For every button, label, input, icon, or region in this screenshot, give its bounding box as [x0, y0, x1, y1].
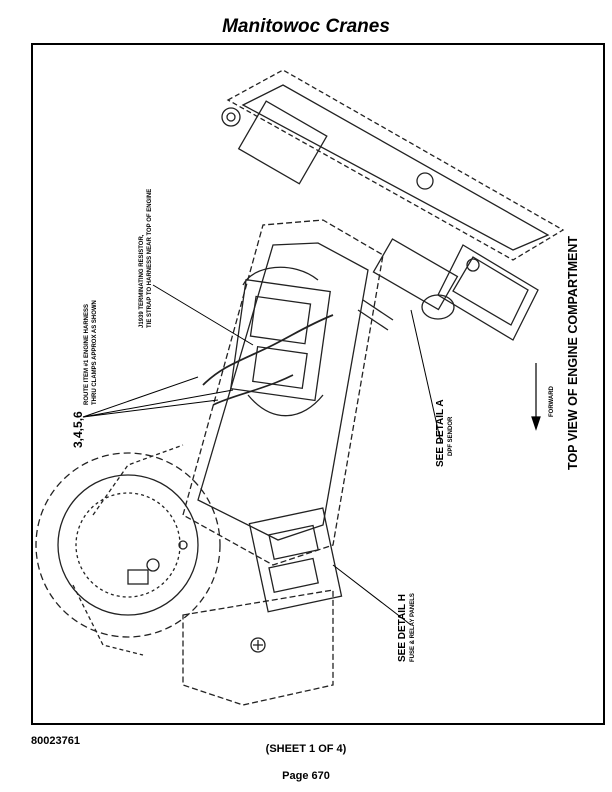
engine-harness [202, 314, 334, 386]
resistor-note-line1: J1939 TERMINATING RESISTOR, [139, 234, 145, 328]
forward-arrow [531, 363, 541, 431]
resistor-note-line2: TIE STRAP TO HARNESS NEAR TOP OF ENGINE [147, 188, 153, 328]
page-number: Page 670 [282, 770, 330, 782]
turntable-inner [57, 474, 199, 616]
callout-items[interactable]: 3,4,5,6 [71, 411, 85, 448]
fuse-relay-panel [248, 507, 343, 613]
detail-a-subtitle: DPF SENDOR [448, 416, 454, 456]
route-note-line2: THRU CLAMPS APPROX AS SHOWN [92, 300, 98, 405]
detail-h-callout[interactable]: SEE DETAIL H [397, 594, 408, 662]
engine-block [230, 278, 331, 402]
carrier-frame [182, 219, 384, 566]
detail-h-subtitle: FUSE & RELAY PANELS [410, 593, 416, 662]
route-note-line1: ROUTE ITEM #1 ENGINE HARNESS [84, 303, 90, 405]
lower-tank [182, 589, 334, 706]
engine-compartment-drawing [35, 69, 565, 706]
forward-label: FORWARD [549, 386, 555, 417]
rear-beam [226, 69, 565, 261]
sheet-indicator: (SHEET 1 OF 4) [265, 743, 347, 755]
view-title: TOP VIEW OF ENGINE COMPARTMENT [566, 235, 580, 470]
document-number: 80023761 [31, 735, 80, 747]
detail-a-callout[interactable]: SEE DETAIL A [435, 399, 446, 467]
brand-header: Manitowoc Cranes [222, 16, 390, 37]
drawing-frame: TOP VIEW OF ENGINE COMPARTMENT FORWARD 3… [31, 43, 605, 725]
turntable-outer [35, 452, 221, 638]
dpf-assembly [372, 238, 459, 311]
